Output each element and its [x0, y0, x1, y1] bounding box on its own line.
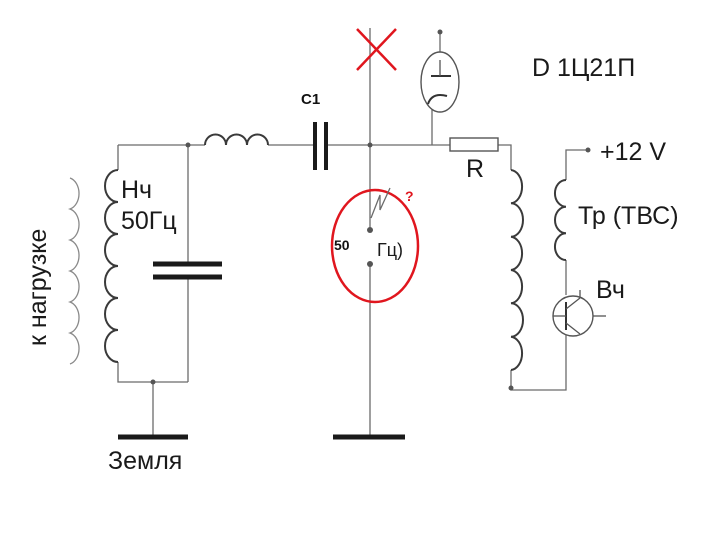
junction-dot [508, 385, 514, 391]
transformer-label: Тр (ТВС) [578, 202, 679, 230]
probe-number-label: 50 [334, 237, 350, 253]
wire-resistor-right [498, 144, 512, 170]
transformer-secondary [553, 179, 567, 261]
junction-dot [150, 379, 156, 385]
diode-tube [420, 51, 460, 113]
junction-dot [185, 142, 191, 148]
wire-supply [565, 149, 588, 180]
probe-unit-label: Гц) [377, 240, 403, 260]
spark-icon [370, 187, 391, 219]
series-inductor [204, 133, 269, 146]
supply-label: +12 V [600, 138, 666, 166]
question-mark: ? [405, 188, 414, 204]
transistor-label: Вч [596, 276, 625, 304]
load-label: к нагрузке [24, 229, 52, 346]
junctions [150, 29, 591, 391]
lf-frequency-label: 50Гц [121, 207, 177, 235]
junction-dot [367, 142, 373, 148]
wires [117, 28, 588, 436]
lf-coil-label: Нч [121, 176, 152, 204]
ground-label: Земля [108, 447, 182, 475]
resistor [449, 137, 499, 152]
capacitor-label: C1 [301, 91, 320, 108]
probe-highlight-ellipse [330, 188, 420, 304]
filter-capacitor [153, 261, 222, 280]
wire-lf-bottom [117, 362, 188, 383]
probe-contact [367, 227, 373, 233]
junction-dot [585, 147, 591, 153]
lf-coil [104, 169, 119, 363]
transistor [552, 290, 606, 337]
transformer-primary [510, 169, 524, 371]
capacitor-c1 [313, 122, 328, 170]
resistor-label: R [466, 155, 484, 183]
load-coil [67, 177, 80, 365]
cross-mark-icon [356, 28, 397, 71]
diode-label: D 1Ц21П [532, 54, 635, 82]
junction-dot [437, 29, 443, 35]
wire-tr-bottom [510, 335, 567, 391]
probe-contact [367, 261, 373, 267]
